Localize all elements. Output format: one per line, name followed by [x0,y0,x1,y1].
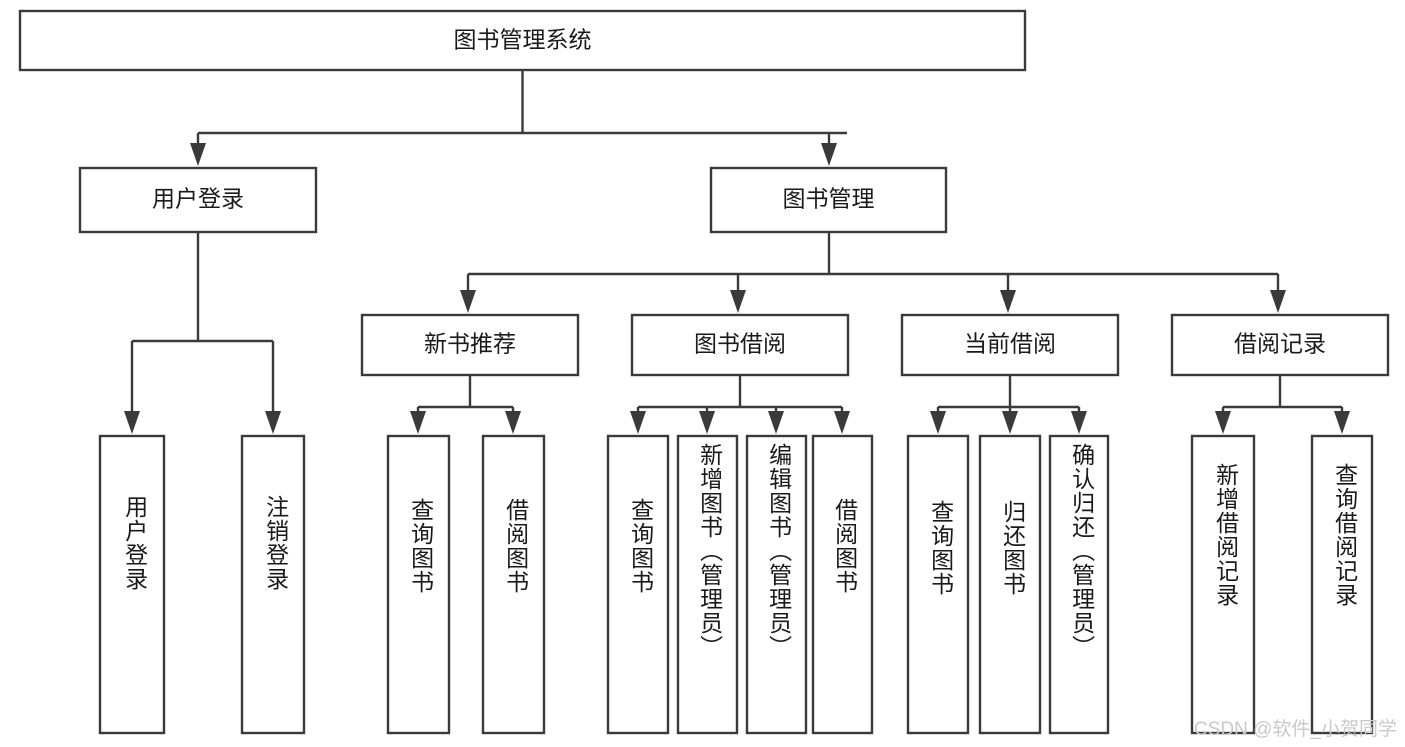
arrow-head-leaf-borrow-borrow [834,411,850,434]
node-current-borrow-label: 当前借阅 [964,331,1056,357]
node-book-management-label: 图书管理 [783,186,875,212]
node-root[interactable]: 图书管理系统 [18,9,1027,72]
connector-group-book-mgmt [460,232,1286,313]
arrow-head-leaf-record-query [1334,411,1350,434]
connector-group-current-borrow [930,375,1087,434]
leaf-box-borrow-add[interactable] [676,434,739,735]
leaf-box-record-add[interactable] [1190,434,1256,735]
arrow-head-borrow [730,290,746,313]
node-new-book-recommend-label: 新书推荐 [424,331,516,357]
node-current-borrow-box[interactable] [900,313,1120,377]
leaf-box-borrow-query[interactable] [606,434,670,735]
leaf-box-current-query[interactable] [906,434,970,735]
leaf-box-newbook-borrow[interactable] [481,434,546,735]
connector-group-user-login [124,232,281,434]
arrow-head-user-login [190,143,206,166]
connector-group-book-borrow [630,375,850,434]
leaf-box-current-return[interactable] [978,434,1042,735]
node-borrow-record-label: 借阅记录 [1234,331,1326,357]
arrow-head-leaf-borrow-edit [768,411,784,434]
arrow-head-current [1000,290,1016,313]
leaf-box-current-confirm[interactable] [1048,434,1110,735]
arrow-head-leaf-record-add [1215,411,1231,434]
arrow-head-leaf-current-return [1002,411,1018,434]
node-user-login[interactable]: 用户登录 [78,166,318,234]
node-borrow-record-box[interactable] [1170,313,1390,377]
connector-group-root [190,70,847,166]
arrow-head-book-mgmt [821,143,837,166]
node-borrow-record[interactable]: 借阅记录 [1170,313,1390,377]
arrow-head-leaf-borrow-add [699,411,715,434]
node-root-label: 图书管理系统 [454,27,592,53]
node-new-book-recommend-box[interactable] [360,313,580,377]
arrow-head-leaf-current-query [930,411,946,434]
csdn-watermark: CSDN @软件_小贺同学 [1194,719,1397,740]
arrow-head-leaf-logout [265,411,281,434]
node-book-borrow-box[interactable] [630,313,850,377]
arrow-head-new-book [460,290,476,313]
node-book-management-box[interactable] [709,166,948,234]
node-new-book-recommend[interactable]: 新书推荐 [360,313,580,377]
node-current-borrow[interactable]: 当前借阅 [900,313,1120,377]
connector-group-new-book [410,375,521,434]
node-user-login-box[interactable] [78,166,318,234]
leaf-box-logout[interactable] [240,434,306,735]
leaf-box-user-login[interactable] [98,434,166,735]
leaf-node-boxes [98,434,1374,735]
leaf-box-borrow-borrow[interactable] [811,434,874,735]
arrow-head-leaf-newbook-query [410,411,426,434]
leaf-box-borrow-edit[interactable] [745,434,808,735]
leaf-box-newbook-query[interactable] [386,434,451,735]
arrow-head-leaf-current-confirm [1071,411,1087,434]
node-book-borrow-label: 图书借阅 [694,331,786,357]
leaf-box-record-query[interactable] [1310,434,1374,735]
connector-group-borrow-record [1215,375,1350,434]
node-user-login-label: 用户登录 [152,186,244,212]
arrow-head-leaf-borrow-query [630,411,646,434]
arrow-head-record [1270,290,1286,313]
node-book-management[interactable]: 图书管理 [709,166,948,234]
node-root-box[interactable] [18,9,1027,72]
node-book-borrow[interactable]: 图书借阅 [630,313,850,377]
arrow-head-leaf-user-login [124,411,140,434]
arrow-head-leaf-newbook-borrow [505,411,521,434]
